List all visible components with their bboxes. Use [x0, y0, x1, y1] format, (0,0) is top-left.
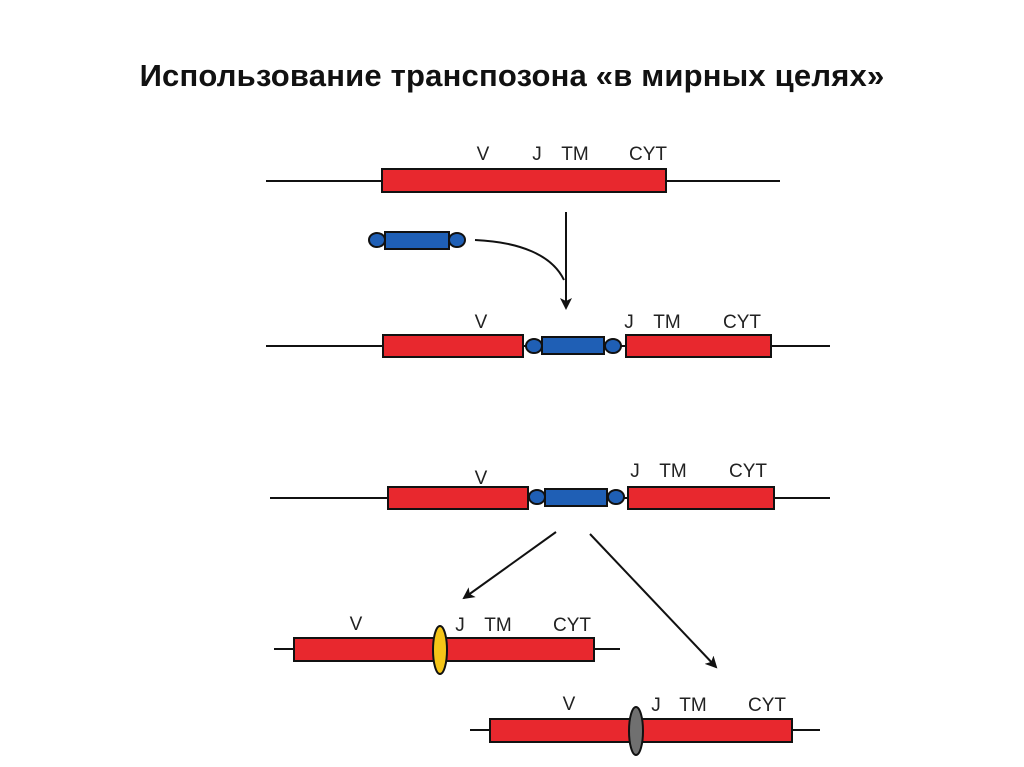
label-v: V: [477, 144, 490, 165]
label-cyt: CYT: [629, 144, 667, 165]
label-tm: TM: [653, 312, 680, 333]
footprint-yellow: [432, 625, 448, 675]
gene-with-insertion-1: V J TM CYT: [266, 312, 830, 358]
free-transposon: [368, 231, 466, 250]
gene-with-yellow-footprint: V J TM CYT: [274, 614, 620, 675]
gene-intact: V J TM CYT: [266, 144, 780, 193]
gene-block-left: [382, 334, 524, 358]
label-cyt: CYT: [553, 615, 591, 636]
gene-block-right: [625, 334, 772, 358]
label-tm: TM: [561, 144, 588, 165]
label-tm: TM: [484, 615, 511, 636]
transposon-block: [541, 336, 605, 355]
label-tm: TM: [659, 461, 686, 482]
gene-block: [381, 168, 667, 193]
label-v: V: [475, 468, 488, 489]
gene-with-gray-footprint: V J TM CYT: [470, 694, 820, 756]
page-title: Использование транспозона «в мирных целя…: [139, 58, 885, 93]
transposon-block: [544, 488, 608, 507]
label-j: J: [532, 144, 542, 165]
arrow-excision-right: [589, 533, 718, 669]
terminal-repeat-left: [525, 338, 543, 354]
transposon-block: [384, 231, 450, 250]
label-j: J: [624, 312, 634, 333]
label-v: V: [350, 614, 363, 635]
gene-with-insertion-2: V J TM CYT: [270, 461, 830, 510]
label-tm: TM: [679, 695, 706, 716]
label-cyt: CYT: [748, 695, 786, 716]
terminal-repeat-right: [448, 232, 466, 248]
terminal-repeat-right: [607, 489, 625, 505]
terminal-repeat-right: [604, 338, 622, 354]
gene-block-left: [387, 486, 529, 510]
label-v: V: [475, 312, 488, 333]
arrow-excision-left: [462, 531, 557, 600]
terminal-repeat-left: [368, 232, 386, 248]
arrow-insertion-curve: [474, 239, 565, 281]
label-cyt: CYT: [723, 312, 761, 333]
label-j: J: [455, 615, 465, 636]
label-j: J: [630, 461, 640, 482]
label-cyt: CYT: [729, 461, 767, 482]
footprint-gray: [628, 706, 644, 756]
terminal-repeat-left: [528, 489, 546, 505]
label-v: V: [563, 694, 576, 715]
label-j: J: [651, 695, 661, 716]
gene-block-right: [627, 486, 775, 510]
